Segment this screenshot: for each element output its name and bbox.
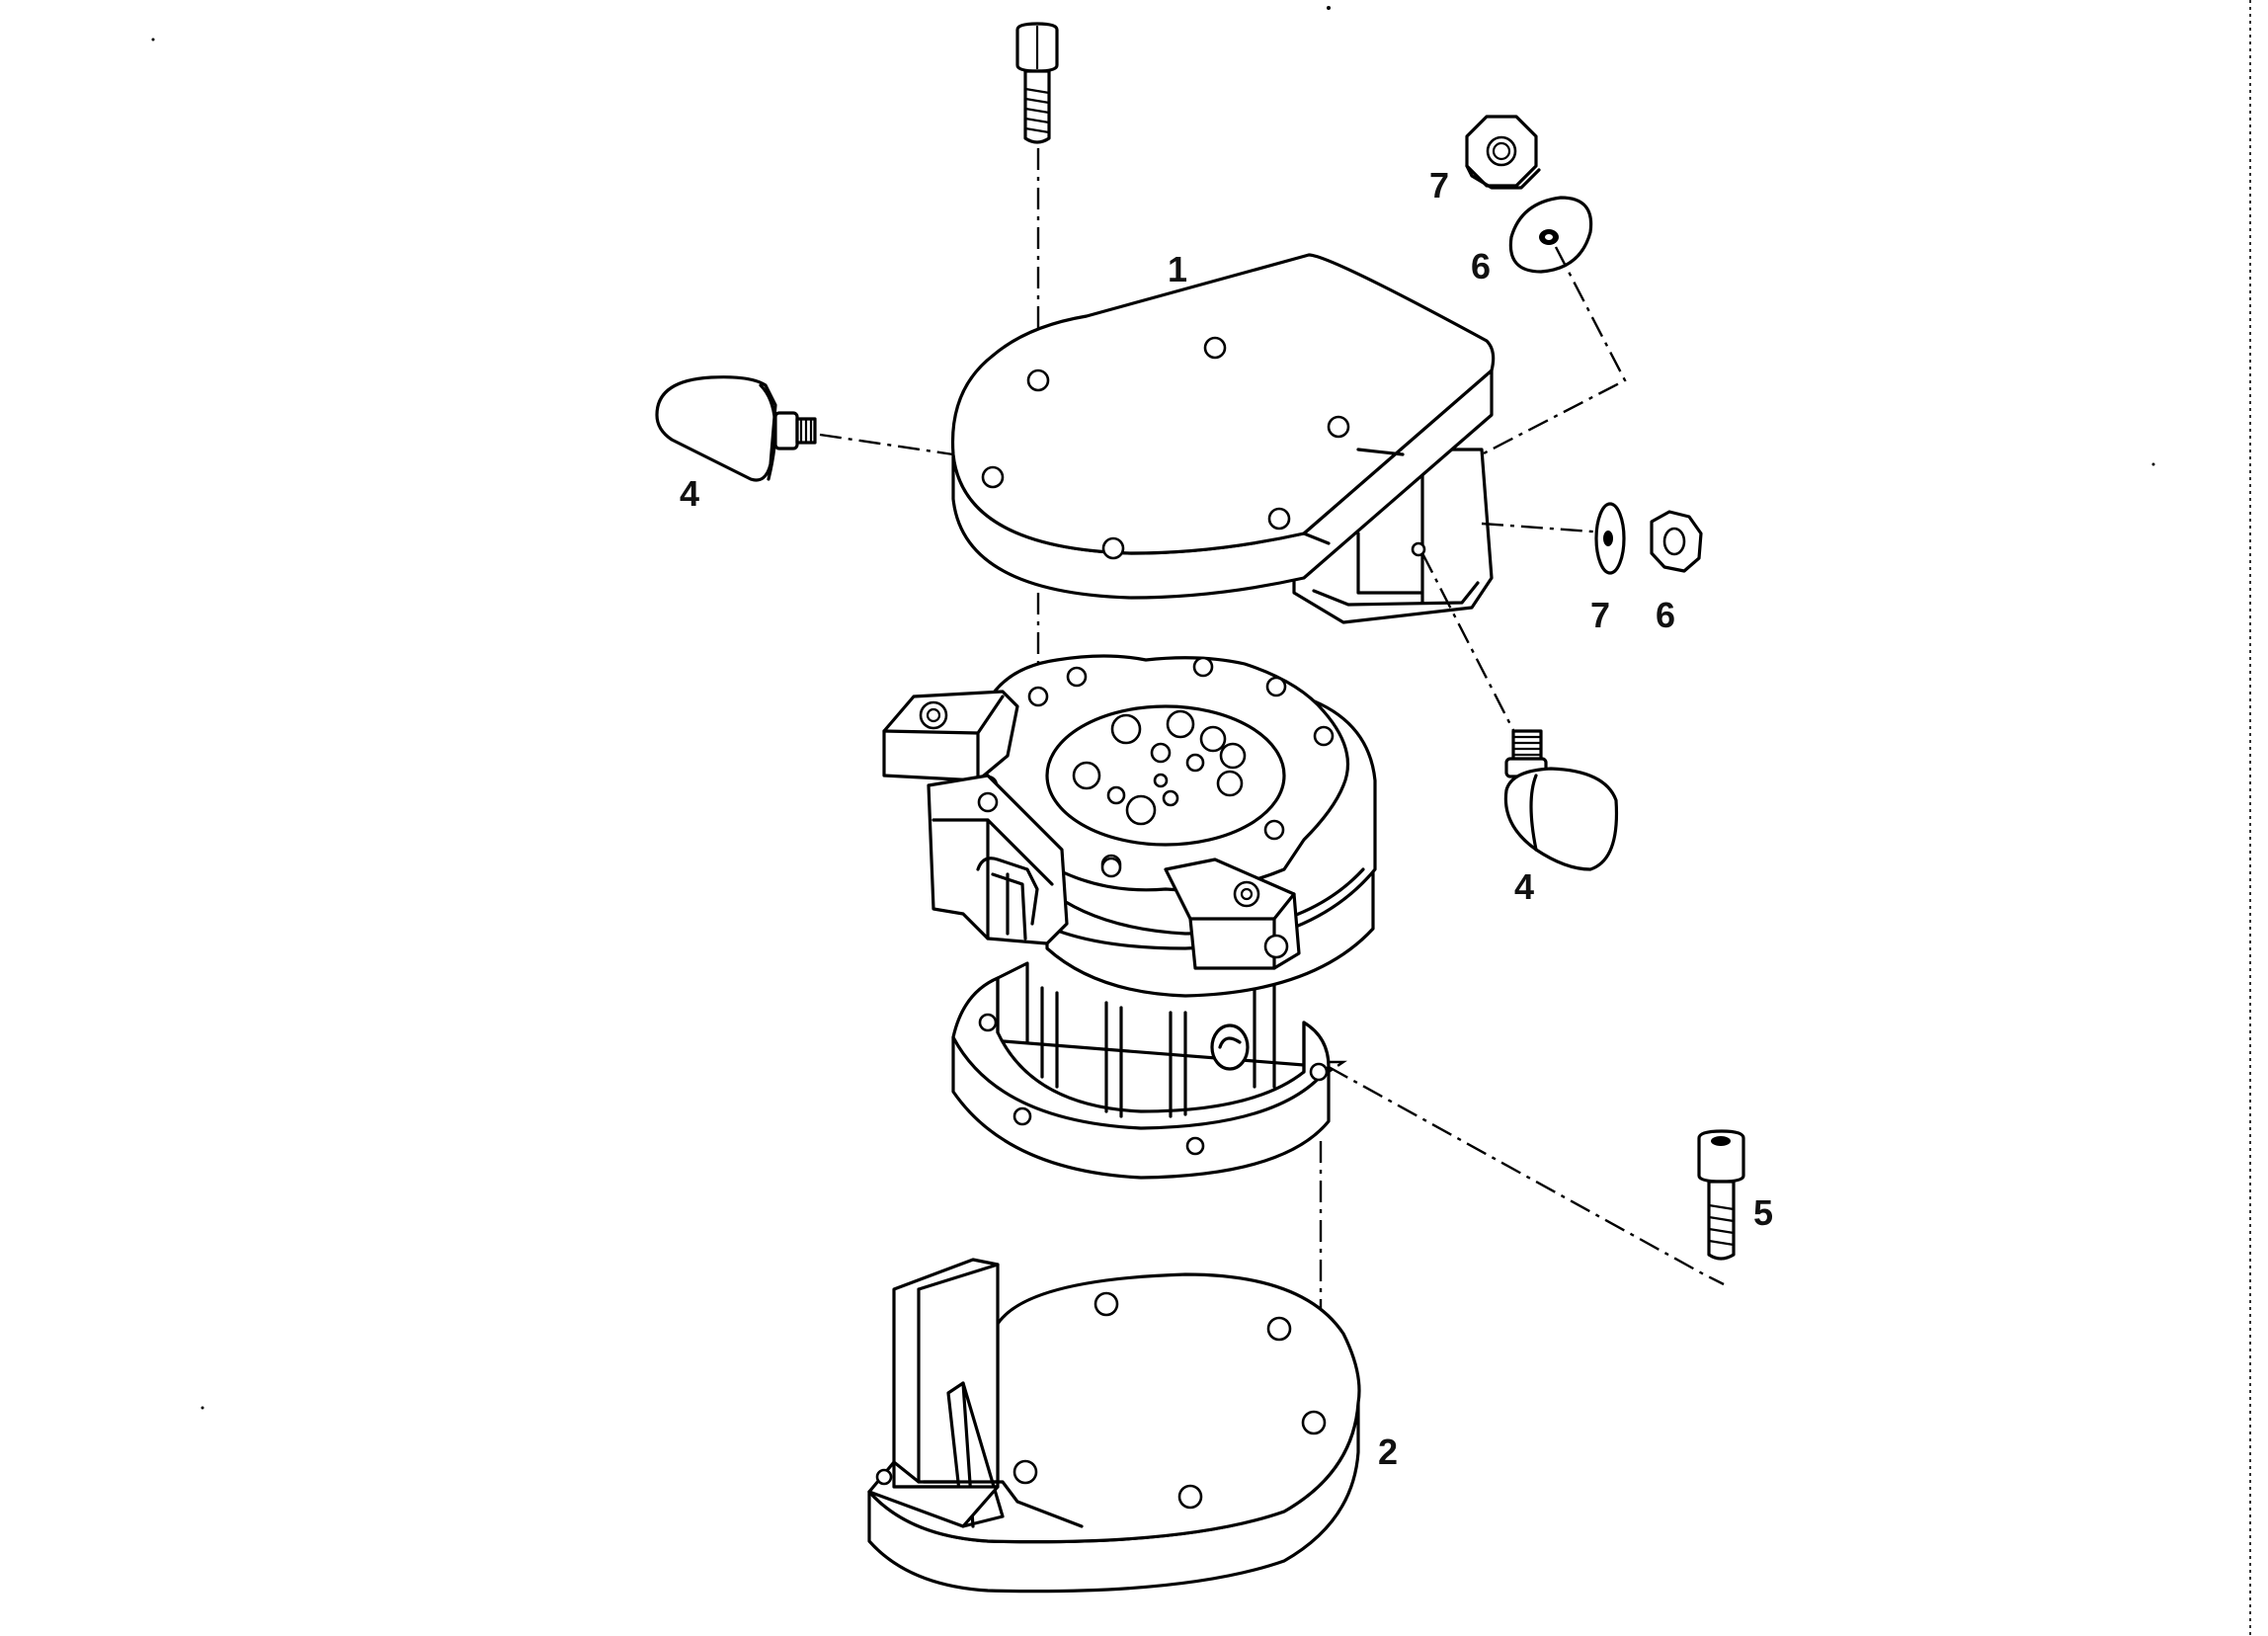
callout-part-6-side: 6 <box>1656 595 1675 635</box>
callout-part-4-right: 4 <box>1514 866 1534 907</box>
hex-nut-top-part-7 <box>1465 115 1541 190</box>
washer-side-part-7 <box>1594 502 1626 575</box>
callout-part-4-left: 4 <box>680 473 699 514</box>
callout-part-7-side: 7 <box>1590 595 1610 635</box>
side-bolt-axis <box>1328 1060 1725 1286</box>
callout-part-5: 5 <box>1753 1192 1773 1233</box>
callout-part-6-top: 6 <box>1471 246 1491 286</box>
side-fastener-axis <box>1481 522 1621 535</box>
pump-housing <box>882 654 1377 1180</box>
callout-part-2: 2 <box>1378 1432 1398 1472</box>
top-right-fastener-axis <box>1481 246 1627 456</box>
cone-bumper-left-part-4 <box>655 375 817 482</box>
base-plate-part-2 <box>867 1258 1361 1594</box>
top-screw <box>1015 22 1059 144</box>
callout-labels: 1 7 6 4 7 6 4 5 2 <box>680 165 1773 1472</box>
callout-part-1: 1 <box>1168 249 1187 289</box>
hex-bolt-part-5 <box>1697 1129 1745 1261</box>
scan-marks <box>151 0 2251 1636</box>
washer-top-part-6 <box>1508 196 1593 274</box>
hex-nut-side-part-6 <box>1650 510 1703 573</box>
left-bumper-axis <box>819 433 954 456</box>
cone-bumper-right-part-4 <box>1503 729 1619 871</box>
callout-part-7-top: 7 <box>1429 165 1449 205</box>
cover-plate-part-1 <box>950 253 1496 624</box>
right-bumper-axis <box>1420 552 1518 737</box>
